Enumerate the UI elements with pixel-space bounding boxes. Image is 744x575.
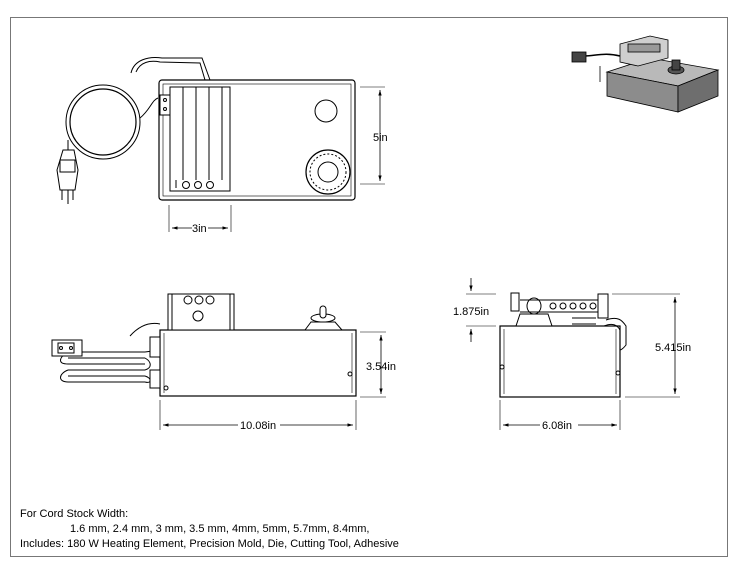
notes-heading: For Cord Stock Width: (20, 508, 129, 520)
notes-widths: 1.6 mm, 2.4 mm, 3 mm, 3.5 mm, 4mm, 5mm, … (70, 523, 370, 535)
dim-top-panel-width: 3in (192, 223, 207, 235)
power-cord-coil-front (51, 322, 161, 383)
side-view-mechanism (510, 292, 627, 351)
side-view-body (499, 325, 621, 398)
top-view (56, 57, 385, 232)
drawing-border (10, 17, 728, 557)
dim-front-width: 10.08in (240, 420, 276, 432)
notes-block: For Cord Stock Width: 1.6 mm, 2.4 mm, 3 … (20, 507, 399, 552)
side-view (466, 278, 680, 430)
front-view-body (159, 329, 357, 397)
dim-top-height: 5in (373, 132, 388, 144)
temperature-knob-top (305, 149, 351, 195)
dim-side-total-height: 5.415in (655, 342, 691, 354)
top-view-hole (314, 99, 338, 123)
temperature-knob-front (304, 305, 344, 331)
power-cord-coil (56, 57, 211, 204)
dim-side-top-offset: 1.875in (453, 306, 489, 318)
front-view (51, 293, 386, 430)
dim-side-width: 6.08in (542, 420, 572, 432)
heater-panel (159, 86, 231, 192)
isometric-view (571, 35, 720, 113)
notes-includes: Includes: 180 W Heating Element, Precisi… (20, 538, 399, 550)
heater-block-front (167, 293, 235, 331)
dim-front-height: 3.54in (366, 361, 396, 373)
